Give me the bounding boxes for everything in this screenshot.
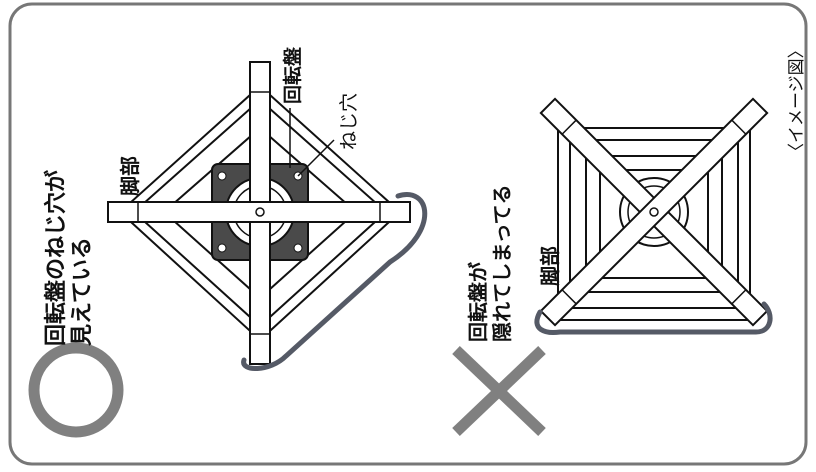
bad-square-3: [585, 155, 723, 293]
bad-description: 回転盤が 隠れてしまってる: [466, 184, 514, 342]
good-diagram: [28, 61, 428, 438]
screw-hole-leader: [297, 139, 335, 177]
bad-cross-mark: [452, 346, 546, 436]
good-description: 回転盤のねじ穴が 見えている: [44, 169, 95, 346]
screw-hole-label: ねじ穴: [338, 92, 360, 150]
screw-hole: [217, 171, 227, 181]
good-circle-mark: [28, 342, 124, 438]
bad-square-2: [569, 139, 739, 309]
good-leg-label: 脚部: [118, 156, 142, 196]
good-highlight-arc: [241, 192, 428, 372]
screw-hole: [217, 243, 227, 253]
bad-square-4: [599, 169, 709, 279]
bad-diagram: [452, 97, 773, 436]
image-note: 〈イメージ図〉: [787, 41, 807, 160]
turntable-label: 回転盤: [282, 46, 304, 104]
outer-frame: [8, 2, 808, 466]
screw-hole: [293, 243, 303, 253]
bad-leg-label: 脚部: [538, 246, 562, 286]
bad-highlight-arc: [534, 301, 773, 335]
bad-square-1: [557, 127, 751, 321]
